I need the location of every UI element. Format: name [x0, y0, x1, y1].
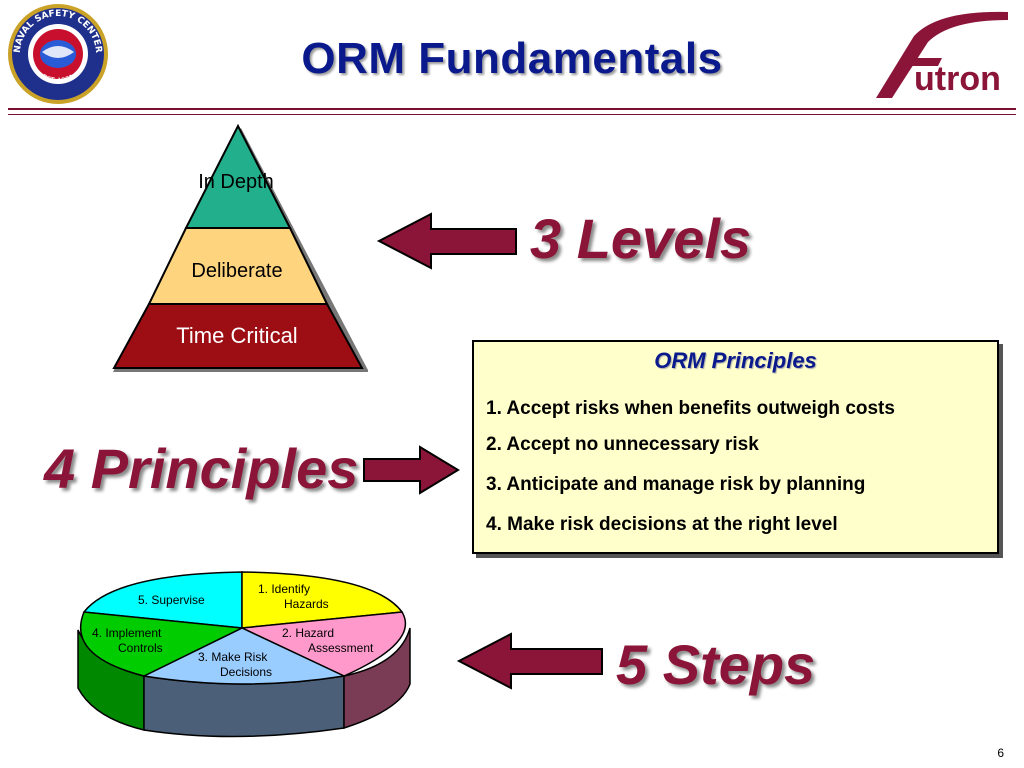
levels-arrow	[376, 212, 517, 270]
principles-box: ORM Principles 1. Accept risks when bene…	[472, 340, 999, 554]
header-divider-thin	[8, 114, 1016, 115]
pie-slice-decisions	[141, 627, 347, 685]
principles-box-title: ORM Principles	[654, 348, 817, 373]
pie-side-maroon	[343, 627, 411, 730]
futron-logo: utron	[858, 6, 1016, 102]
svg-text:utron: utron	[914, 60, 1001, 98]
principles-label: 4 Principles	[44, 437, 359, 500]
pyramid-tier-time-critical	[112, 303, 364, 369]
principle-item: 4. Make risk decisions at the right leve…	[486, 514, 838, 535]
levels-label: 3 Levels	[530, 207, 752, 270]
tier-label-time-critical: Time Critical	[176, 323, 298, 348]
steps-pie-chart	[77, 571, 411, 738]
naval-safety-center-seal: NAVAL SAFETY CENTER EST. 1951	[6, 2, 110, 106]
principles-arrow	[363, 445, 460, 495]
pie-label-supervise: 5. Supervise	[138, 593, 205, 607]
principle-item: 3. Anticipate and manage risk by plannin…	[486, 474, 866, 495]
pie-slice-supervise	[82, 571, 243, 629]
pie-side-blue	[143, 675, 345, 738]
tier-label-in-depth: In Depth	[198, 171, 274, 193]
pie-slice-assessment	[239, 611, 407, 677]
principle-item: 1. Accept risks when benefits outweigh c…	[486, 398, 895, 419]
svg-text:EST. 1951: EST. 1951	[41, 73, 76, 85]
tier-label-deliberate: Deliberate	[191, 260, 283, 282]
steps-arrow	[456, 632, 603, 690]
levels-pyramid	[112, 124, 368, 372]
header-divider	[8, 108, 1016, 110]
page-title: ORM Fundamentals	[301, 34, 723, 83]
page-number: 6	[997, 746, 1004, 760]
principle-item: 2. Accept no unnecessary risk	[486, 434, 759, 455]
pie-slice-implement	[79, 611, 245, 677]
pie-slice-identify	[241, 571, 404, 629]
steps-label: 5 Steps	[616, 633, 816, 696]
